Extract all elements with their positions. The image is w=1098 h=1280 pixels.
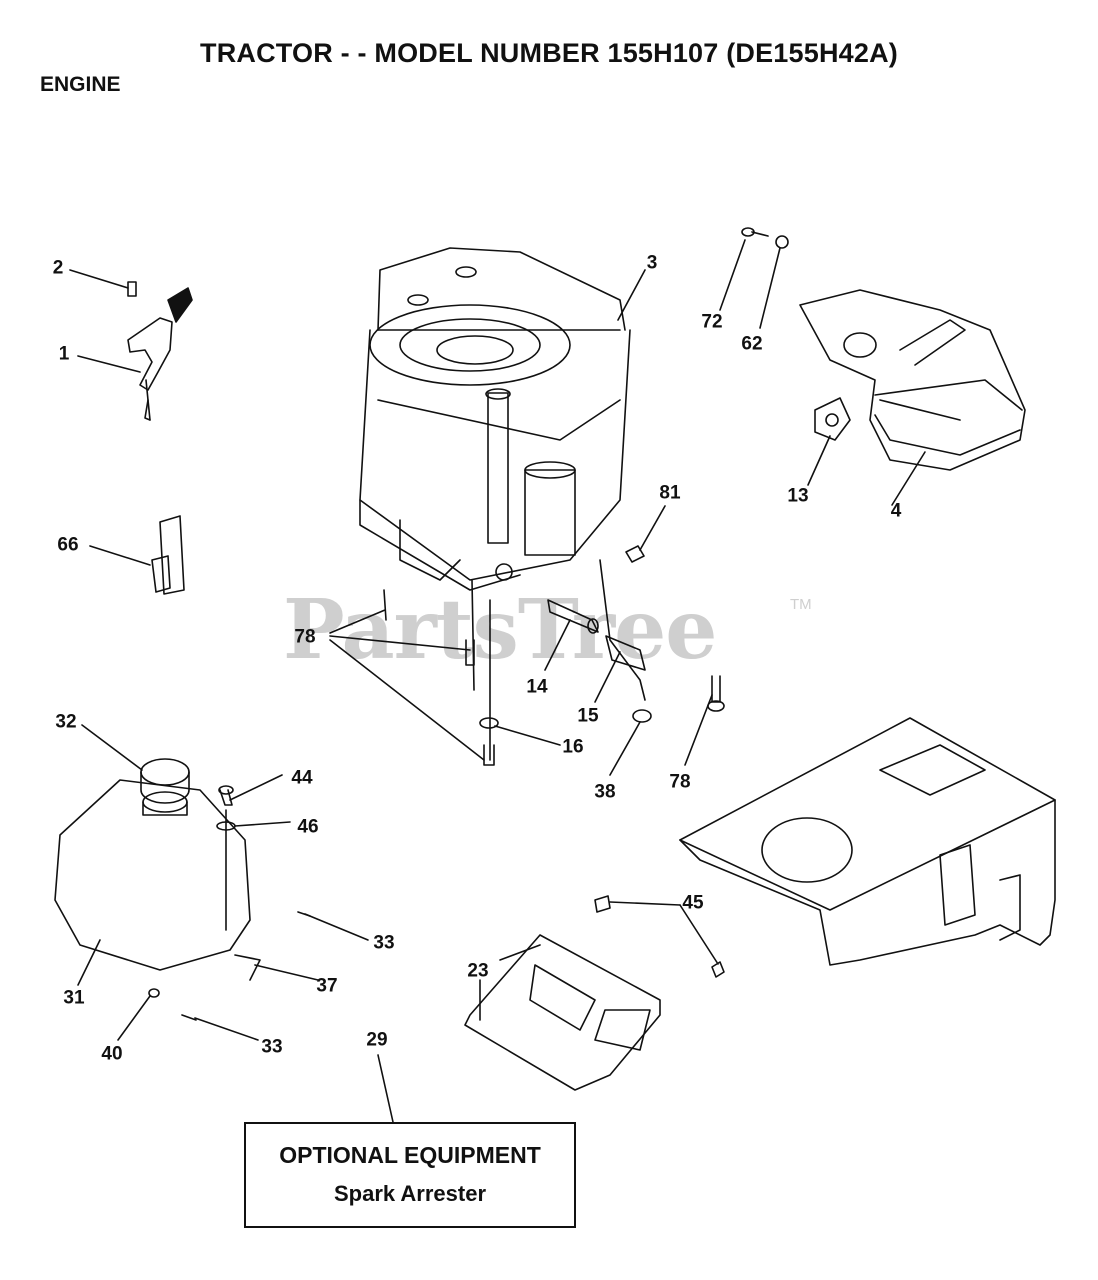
callout-13: 13 — [787, 485, 809, 507]
callout-72: 72 — [701, 311, 723, 333]
callout-16: 16 — [562, 736, 584, 758]
callout-66: 66 — [57, 534, 79, 556]
callout-32: 32 — [55, 711, 77, 733]
callout-1: 1 — [58, 343, 70, 365]
callout-leader-lines — [69, 239, 926, 1123]
callout-3: 3 — [646, 252, 658, 274]
callout-2: 2 — [52, 257, 64, 279]
bracket-part — [151, 515, 185, 595]
callout-37: 37 — [316, 975, 338, 997]
callout-4: 4 — [890, 500, 902, 522]
optional-equipment-heading: OPTIONAL EQUIPMENT — [279, 1142, 541, 1168]
engine-part — [359, 247, 646, 761]
callout-45: 45 — [682, 892, 704, 914]
callout-33-upper: 33 — [373, 932, 395, 954]
callout-46: 46 — [297, 816, 319, 838]
callout-38: 38 — [594, 781, 616, 803]
muffler-part — [741, 227, 1026, 471]
callout-15: 15 — [577, 705, 599, 727]
page-title: TRACTOR - - MODEL NUMBER 155H107 (DE155H… — [200, 38, 898, 68]
callout-62: 62 — [741, 333, 763, 355]
callout-78-frame: 78 — [669, 771, 691, 793]
callout-23: 23 — [467, 960, 489, 982]
optional-equipment-item: Spark Arrester — [333, 1181, 487, 1206]
callout-44: 44 — [291, 767, 313, 789]
optional-equipment-box: OPTIONAL EQUIPMENT Spark Arrester — [244, 1122, 576, 1228]
spark-arrester-part — [464, 895, 725, 1091]
callout-29: 29 — [366, 1029, 388, 1051]
callout-33-lower: 33 — [261, 1036, 283, 1058]
callout-14: 14 — [526, 676, 548, 698]
watermark: PartsTree — [283, 582, 717, 678]
callout-81: 81 — [659, 482, 681, 504]
watermark-trademark: TM — [790, 596, 812, 613]
callout-78-engine: 78 — [294, 626, 316, 648]
throttle-control-part — [127, 281, 193, 421]
callout-40: 40 — [101, 1043, 123, 1065]
chassis-frame-part — [679, 717, 1056, 966]
fuel-tank-part — [54, 758, 311, 1021]
callout-31: 31 — [63, 987, 85, 1009]
section-label: ENGINE — [40, 73, 121, 96]
gasket-part — [814, 397, 851, 441]
